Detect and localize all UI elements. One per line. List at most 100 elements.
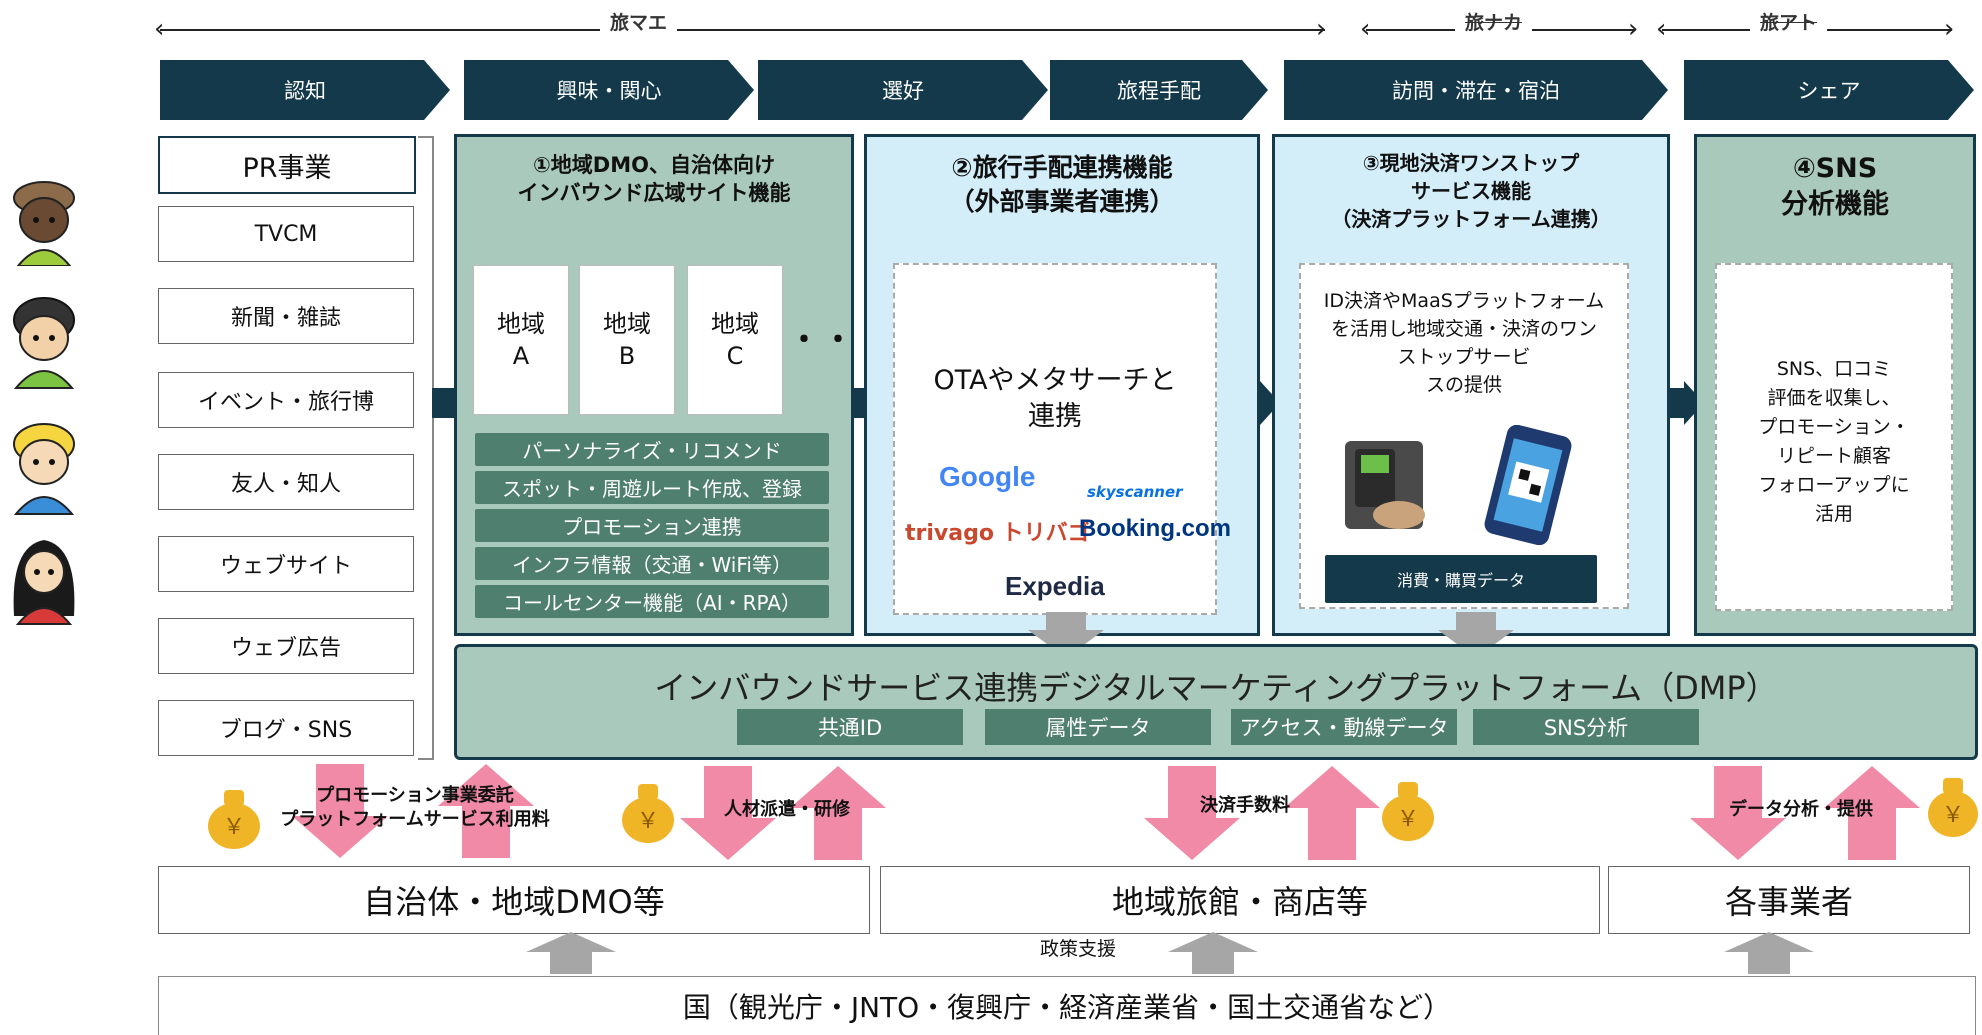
media-friends: 友人・知人: [158, 454, 414, 510]
money-bag-icon: ￥: [622, 784, 674, 843]
stage-interest: 興味・関心: [464, 60, 754, 120]
region-card-b: 地域 B: [579, 265, 675, 415]
skyscanner-logo: skyscanner: [1087, 483, 1183, 501]
ota-box: OTAやメタサーチと 連携 Google skyscanner trivago …: [893, 263, 1231, 615]
pink-up-arrow-icon: [790, 766, 886, 860]
panel3-title-line1: ③現地決済ワンストップ: [1362, 151, 1580, 175]
sns-box: SNS、口コミ 評価を収集し、 プロモーション・ リピート顧客 フォローアップに…: [1715, 263, 1953, 611]
google-logo: Google: [939, 461, 1036, 492]
media-blog-sns: ブログ・SNS: [158, 700, 414, 756]
feature-personalize: パーソナライズ・リコメンド: [475, 433, 829, 466]
payment-text: ID決済やMaaSプラットフォーム を活用し地域交通・決済のワン ストップサービ…: [1323, 290, 1605, 396]
arrow-left-icon: ‹: [1656, 14, 1667, 44]
dmp-tag-common-id: 共通ID: [737, 709, 963, 745]
feature-infra: インフラ情報（交通・WiFi等）: [475, 547, 829, 580]
trivago-logo: trivago トリバゴ: [905, 521, 1090, 546]
svg-text:￥: ￥: [223, 815, 245, 840]
media-website: ウェブサイト: [158, 536, 414, 592]
stage-visit: 訪問・滞在・宿泊: [1284, 60, 1668, 120]
operators-box: 各事業者: [1608, 866, 1970, 934]
flow-arrow-stem: [1668, 388, 1684, 418]
analysis-flow-label: データ分析・提供: [1729, 799, 1873, 820]
panel-regional-site: ①地域DMO、自治体向け インバウンド広域サイト機能 地域 A 地域 B 地域 …: [454, 134, 887, 636]
region-card-a: 地域 A: [473, 265, 569, 415]
panel2-title-line2: （外部事業者連携）: [949, 187, 1175, 216]
arrow-left-icon: ‹: [1360, 14, 1371, 44]
purchase-data-label: 消費・購買データ: [1325, 555, 1597, 603]
timeline-post-label: 旅アト: [1750, 8, 1828, 35]
pink-down-arrow-icon: [292, 764, 388, 858]
region-card-c: 地域 C: [687, 265, 783, 415]
dmp-title: インバウンドサービス連携デジタルマーケティングプラットフォーム（DMP）: [654, 669, 1778, 707]
stage-booking: 旅程手配: [1050, 60, 1268, 120]
national-government-box: 国（観光庁・JNTO・復興庁・経済産業省・国土交通省など）: [158, 976, 1976, 1035]
flow-arrow-stem: [432, 388, 456, 418]
panel-travel-booking: ②旅行手配連携機能 （外部事業者連携） OTAやメタサーチと 連携 Google…: [864, 134, 1260, 636]
money-bag-icon: ￥: [1928, 778, 1978, 837]
media-bracket: [418, 136, 434, 760]
stage-awareness: 認知: [160, 60, 450, 120]
up-arrow-icon: [1168, 932, 1258, 974]
local-business-box: 地域旅館・商店等: [880, 866, 1600, 934]
policy-support-label: 政策支援: [1040, 938, 1117, 960]
pink-up-arrow-icon: [438, 764, 534, 858]
traveler-avatar-icon: [13, 423, 75, 515]
arrow-left-icon: ‹: [154, 14, 165, 44]
pink-up-arrow-icon: [1284, 766, 1380, 860]
panel3-title-line2: サービス機能: [1411, 179, 1531, 203]
payment-terminal-icon: [1345, 441, 1425, 529]
panel4-title-line2: 分析機能: [1781, 189, 1889, 220]
panel2-title-line1: ②旅行手配連携機能: [951, 153, 1173, 182]
dmp-tag-attributes: 属性データ: [985, 709, 1211, 745]
pink-down-arrow-icon: [680, 766, 776, 860]
media-pr: PR事業: [158, 136, 416, 194]
timeline-during-label: 旅ナカ: [1455, 8, 1533, 35]
payment-box: ID決済やMaaSプラットフォーム を活用し地域交通・決済のワン ストップサービ…: [1299, 263, 1629, 609]
panel-sns-analysis: ④SNS 分析機能 SNS、口コミ 評価を収集し、 プロモーション・ リピート顧…: [1694, 134, 1976, 636]
dmp-platform: インバウンドサービス連携デジタルマーケティングプラットフォーム（DMP） 共通I…: [454, 644, 1978, 760]
feature-promotion: プロモーション連携: [475, 509, 829, 542]
traveler-avatar-icon: [13, 181, 75, 266]
staff-flow-label: 人材派遣・研修: [724, 799, 850, 820]
down-arrow-icon: [1438, 612, 1514, 658]
money-bag-icon: ￥: [1382, 782, 1434, 841]
media-tvcm: TVCM: [158, 206, 414, 262]
traveler-avatar-icon: [13, 297, 75, 389]
dmp-tag-sns: SNS分析: [1473, 709, 1699, 745]
media-newspaper: 新聞・雑誌: [158, 288, 414, 344]
svg-text:￥: ￥: [1397, 807, 1419, 832]
up-arrow-icon: [1724, 932, 1814, 974]
pink-down-arrow-icon: [1690, 766, 1786, 860]
pink-down-arrow-icon: [1144, 766, 1240, 860]
feature-callcenter: コールセンター機能（AI・RPA）: [475, 585, 829, 618]
feature-route: スポット・周遊ルート作成、登録: [475, 471, 829, 504]
traveler-avatar-icon: [13, 540, 75, 625]
pink-up-arrow-icon: [1824, 766, 1920, 860]
stage-preference: 選好: [758, 60, 1048, 120]
dmp-tag-access: アクセス・動線データ: [1231, 709, 1457, 745]
panel4-title-line1: ④SNS: [1792, 153, 1878, 184]
svg-text:￥: ￥: [637, 809, 659, 834]
up-arrow-icon: [526, 932, 616, 974]
ota-text: OTAやメタサーチと 連携: [933, 365, 1177, 432]
arrow-right-icon: ›: [1316, 14, 1327, 44]
promo-flow-label: プロモーション事業委託 プラットフォームサービス利用料: [280, 785, 550, 830]
down-arrow-icon: [1028, 612, 1104, 658]
sns-text: SNS、口コミ 評価を収集し、 プロモーション・ リピート顧客 フォローアップに…: [1758, 358, 1910, 525]
fee-flow-label: 決済手数料: [1200, 795, 1290, 816]
timeline-pre-line: [160, 29, 1325, 31]
money-bag-icon: ￥: [208, 790, 260, 849]
arrow-right-icon: ›: [1944, 14, 1955, 44]
timeline-pre-label: 旅マエ: [600, 8, 678, 35]
panel3-title-line3: （決済プラットフォーム連携）: [1331, 207, 1611, 231]
media-web-ad: ウェブ広告: [158, 618, 414, 674]
booking-logo: Booking.com: [1079, 515, 1232, 542]
media-event: イベント・旅行博: [158, 372, 414, 428]
expedia-logo: Expedia: [1005, 571, 1105, 601]
panel1-title-line1: ①地域DMO、自治体向け: [533, 153, 775, 177]
stage-share: シェア: [1684, 60, 1974, 120]
panel1-title-line2: インバウンド広域サイト機能: [517, 181, 791, 205]
panel-payment: ③現地決済ワンストップ サービス機能 （決済プラットフォーム連携） ID決済やM…: [1272, 134, 1670, 636]
arrow-right-icon: ›: [1628, 14, 1639, 44]
flow-arrow-stem: [852, 388, 866, 418]
